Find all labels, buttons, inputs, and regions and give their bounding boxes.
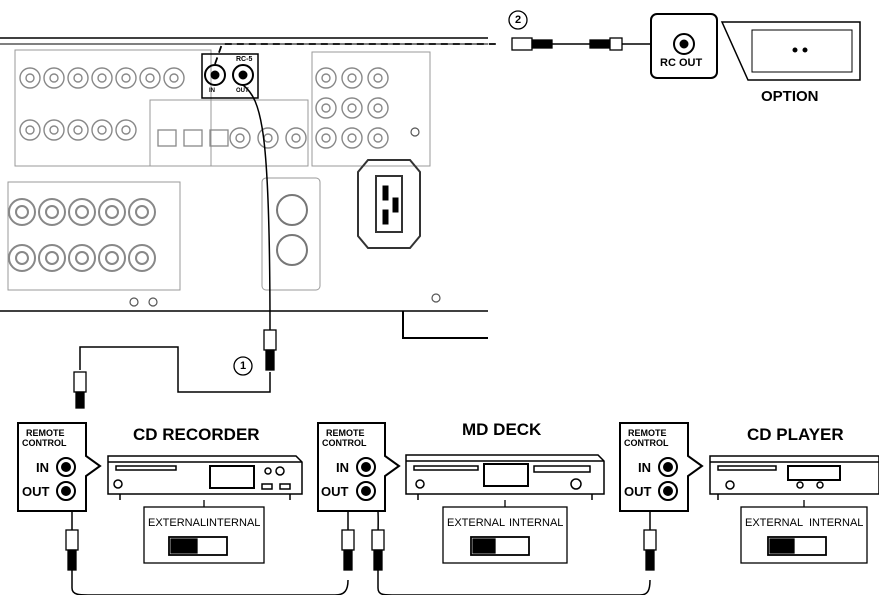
- rc5-in-label: IN: [209, 88, 215, 94]
- rc-jacks: [56, 457, 678, 501]
- cd-player-title: CD PLAYER: [747, 425, 844, 444]
- md-deck-title: MD DECK: [462, 420, 542, 439]
- callouts: [233, 10, 528, 376]
- cd-player-switch-internal: INTERNAL: [809, 517, 864, 529]
- cd-recorder-in-label: IN: [36, 460, 49, 475]
- md-deck-rc-label-1: REMOTE: [326, 428, 365, 438]
- cd-recorder-switch-internal: INTERNAL: [206, 517, 261, 529]
- md-deck-switch-external: EXTERNAL: [447, 517, 506, 529]
- cd-player-out-label: OUT: [624, 484, 652, 499]
- cd-recorder-switch-external: EXTERNAL: [148, 517, 207, 529]
- option-label: OPTION: [761, 88, 819, 105]
- receiver-rear-panel: [0, 37, 488, 339]
- device-fronts: [107, 454, 879, 500]
- cd-recorder-rc-label-1: REMOTE: [26, 428, 65, 438]
- option-device: [650, 13, 861, 81]
- rc5-label: RC-5: [236, 56, 253, 63]
- switch-boxes: [143, 500, 868, 564]
- md-deck-rc-label-2: CONTROL: [322, 438, 367, 448]
- cd-recorder-out-label: OUT: [22, 484, 50, 499]
- cd-player-rc-label-1: REMOTE: [628, 428, 667, 438]
- callout-2: 2: [515, 14, 522, 26]
- md-deck-switch-internal: INTERNAL: [509, 517, 564, 529]
- cd-player-switch-external: EXTERNAL: [745, 517, 804, 529]
- md-deck-out-label: OUT: [321, 484, 349, 499]
- rc-out-label: RC OUT: [660, 57, 703, 69]
- cd-recorder-rc-label-2: CONTROL: [22, 438, 67, 448]
- cd-player-in-label: IN: [638, 460, 651, 475]
- callout-1: 1: [240, 360, 247, 372]
- rc5-out-label: OUT: [236, 88, 249, 94]
- cd-player-rc-label-2: CONTROL: [624, 438, 669, 448]
- md-deck-in-label: IN: [336, 460, 349, 475]
- cd-recorder-title: CD RECORDER: [133, 425, 260, 444]
- plugs: [65, 37, 657, 571]
